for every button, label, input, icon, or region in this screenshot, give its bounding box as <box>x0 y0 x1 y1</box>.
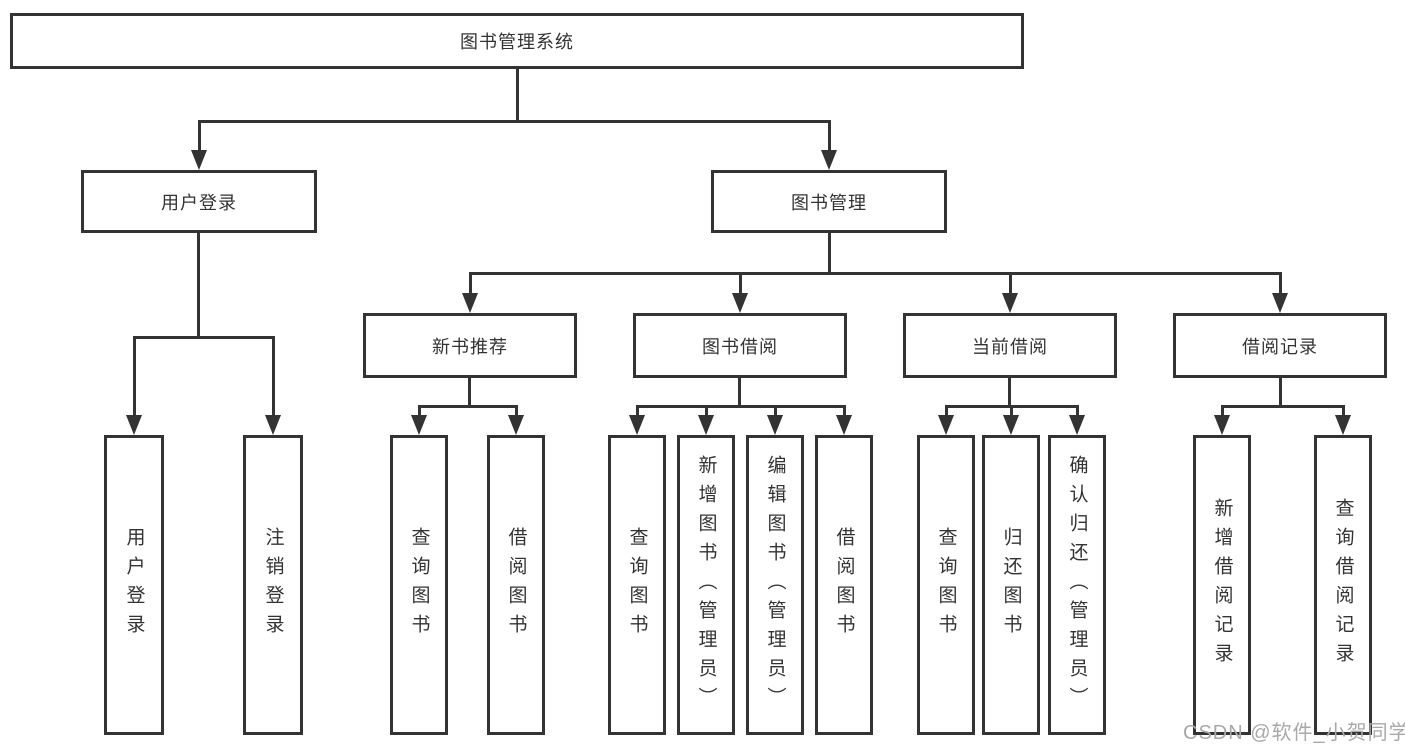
node-borrow-records: 借阅记录 <box>1173 313 1387 378</box>
connector-arrow-drop <box>732 272 748 313</box>
leaf-query-borrow-record: 查询借阅记录 <box>1314 435 1372 735</box>
leaf-query-books-borrow: 查询图书 <box>608 435 666 735</box>
connector-hline <box>418 405 517 408</box>
connector-hline <box>1221 405 1344 408</box>
connector-arrow-drop <box>462 272 478 313</box>
connector-vline <box>516 69 519 120</box>
connector-hline <box>198 120 830 123</box>
node-book-borrow: 图书借阅 <box>633 313 847 378</box>
connector-vline <box>1279 378 1282 405</box>
leaf-borrow-books-borrow: 借阅图书 <box>815 435 873 735</box>
connector-arrow-drop <box>698 405 714 435</box>
connector-arrow-drop <box>1003 405 1019 435</box>
leaf-logout: 注销登录 <box>243 435 303 735</box>
connector-arrow-drop <box>938 405 954 435</box>
connector-arrow-drop <box>1214 405 1230 435</box>
connector-arrow-drop <box>1002 272 1018 313</box>
connector-hline <box>469 272 1281 275</box>
node-current-borrow: 当前借阅 <box>903 313 1117 378</box>
connector-arrow-drop <box>1069 405 1085 435</box>
leaf-edit-book-admin: 编辑图书（管理员） <box>746 435 804 735</box>
node-book-management: 图书管理 <box>711 170 947 233</box>
connector-arrow-drop <box>126 336 142 435</box>
connector-arrow-drop <box>767 405 783 435</box>
node-library-system: 图书管理系统 <box>10 13 1024 69</box>
leaf-add-book-admin: 新增图书（管理员） <box>677 435 735 735</box>
leaf-add-borrow-record: 新增借阅记录 <box>1193 435 1251 735</box>
connector-arrow-drop <box>265 336 281 435</box>
leaf-confirm-return-admin: 确认归还（管理员） <box>1048 435 1106 735</box>
connector-arrow-drop <box>821 120 837 170</box>
connector-arrow-drop <box>629 405 645 435</box>
connector-vline <box>468 378 471 405</box>
connector-vline <box>197 233 200 336</box>
connector-vline <box>1008 378 1011 405</box>
leaf-query-books-current: 查询图书 <box>917 435 975 735</box>
connector-hline <box>636 405 845 408</box>
node-user-login: 用户登录 <box>81 170 317 233</box>
connector-arrow-drop <box>508 405 524 435</box>
connector-arrow-drop <box>1335 405 1351 435</box>
connector-arrow-drop <box>191 120 207 170</box>
leaf-borrow-books-recommend: 借阅图书 <box>487 435 545 735</box>
connector-vline <box>738 378 741 405</box>
leaf-return-books: 归还图书 <box>982 435 1040 735</box>
connector-vline <box>828 233 831 272</box>
watermark-text: CSDN @软件_小贺同学 <box>1183 722 1405 744</box>
node-new-book-recommend: 新书推荐 <box>363 313 577 378</box>
connector-arrow-drop <box>1272 272 1288 313</box>
connector-arrow-drop <box>411 405 427 435</box>
connector-arrow-drop <box>836 405 852 435</box>
leaf-user-login: 用户登录 <box>104 435 164 735</box>
leaf-query-books-recommend: 查询图书 <box>390 435 448 735</box>
connector-hline <box>133 336 274 339</box>
